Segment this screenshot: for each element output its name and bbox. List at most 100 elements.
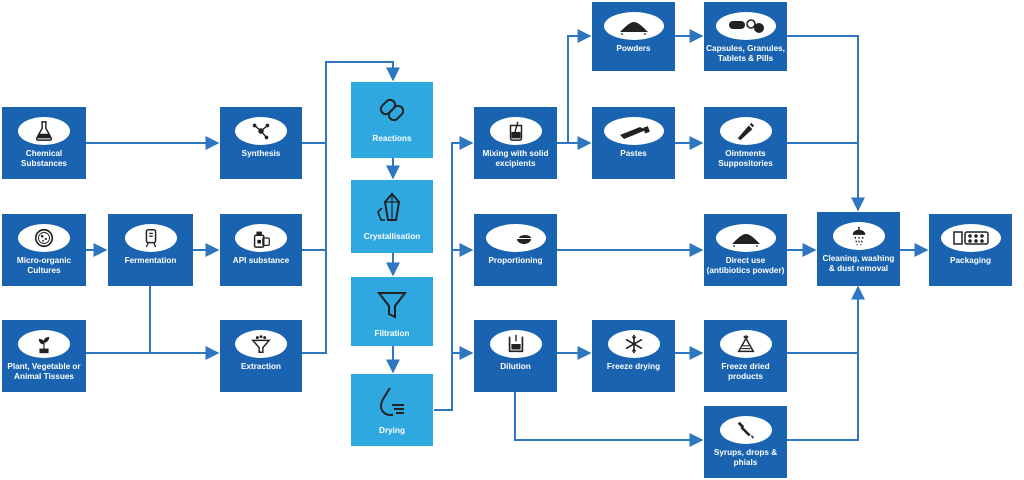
node-label: Reactions — [372, 134, 412, 143]
node-icon — [940, 224, 1001, 252]
node-label: Powders — [616, 44, 651, 53]
node-icon — [369, 382, 415, 422]
node-filtration[interactable]: Filtration — [351, 277, 433, 346]
arrow-extraction-join — [302, 250, 327, 354]
node-label: Packaging — [950, 256, 991, 265]
arrow-process-column-to-reactions — [302, 61, 400, 144]
node-label: Fermentation — [124, 256, 177, 265]
node-icon — [603, 12, 664, 40]
node-icon — [18, 330, 70, 358]
chain-icon — [379, 98, 405, 122]
node-label: Synthesis — [241, 149, 281, 158]
node-fermentation[interactable]: Fermentation — [108, 214, 193, 286]
node-icon — [369, 90, 415, 130]
dropper-icon — [737, 421, 754, 439]
node-freeze-dried[interactable]: Freeze dried products — [704, 320, 787, 392]
fermenter-icon — [145, 229, 156, 248]
node-pastes[interactable]: Pastes — [592, 107, 675, 179]
node-chemical-substances[interactable]: Chemical Substances — [2, 107, 86, 179]
node-proportioning[interactable]: Proportioning — [474, 214, 557, 286]
node-icon — [124, 224, 177, 252]
freeze-dried-icon — [736, 334, 755, 353]
flask-icon — [35, 121, 53, 141]
node-api-substance[interactable]: API substance — [220, 214, 302, 286]
scoop-icon — [500, 235, 531, 244]
node-cleaning[interactable]: Cleaning, washing & dust removal — [817, 212, 900, 286]
node-reactions[interactable]: Reactions — [351, 82, 433, 158]
node-icon — [485, 224, 546, 252]
node-label: Plant, Vegetable or Animal Tissues — [7, 362, 81, 381]
drop-icon — [379, 387, 404, 416]
node-label: Syrups, drops & phials — [713, 448, 778, 467]
bottle-icon — [253, 231, 270, 248]
node-label: Freeze dried products — [721, 362, 770, 381]
arrow-dilution-syrups — [514, 390, 704, 447]
arrow-mixing-powders — [567, 29, 592, 143]
node-capsules[interactable]: Capsules, Granules, Tablets & Pills — [704, 2, 787, 71]
node-micro-organic-cultures[interactable]: Micro-organic Cultures — [2, 214, 86, 286]
blister-pack-icon — [952, 231, 989, 245]
pills-icon — [728, 19, 764, 33]
node-dilution[interactable]: Dilution — [474, 320, 557, 392]
powder-pile-icon — [731, 234, 760, 247]
node-label: Direct use (antibiotics powder) — [706, 256, 785, 275]
arrow-drying-bus — [434, 136, 474, 411]
node-packaging[interactable]: Packaging — [929, 214, 1012, 286]
node-icon — [607, 330, 660, 358]
tube-icon — [619, 126, 650, 139]
node-icon — [719, 330, 772, 358]
node-extraction[interactable]: Extraction — [220, 320, 302, 392]
node-icon — [18, 117, 70, 145]
powder-pile-icon — [619, 22, 648, 35]
molecule-icon — [252, 123, 270, 140]
node-label: Mixing with solid excipients — [482, 149, 549, 168]
node-label: Extraction — [240, 362, 282, 371]
beaker-icon — [509, 121, 522, 141]
node-drying[interactable]: Drying — [351, 374, 433, 446]
node-label: Proportioning — [488, 256, 543, 265]
node-icon — [719, 416, 772, 444]
node-icon — [369, 285, 415, 325]
node-freeze-drying[interactable]: Freeze drying — [592, 320, 675, 392]
node-direct-use[interactable]: Direct use (antibiotics powder) — [704, 214, 787, 286]
node-ointments[interactable]: Ointments Suppositories — [704, 107, 787, 179]
node-icon — [235, 117, 287, 145]
shower-icon — [852, 226, 865, 246]
node-icon — [235, 224, 287, 252]
snowflake-icon — [625, 334, 642, 354]
container-icon — [508, 334, 523, 353]
node-label: Chemical Substances — [21, 149, 67, 168]
arrow-api-join — [302, 143, 327, 251]
node-icon — [715, 12, 776, 40]
node-label: Freeze drying — [606, 362, 661, 371]
node-icon — [832, 222, 885, 250]
node-synthesis[interactable]: Synthesis — [220, 107, 302, 179]
node-label: Crystallisation — [363, 232, 421, 241]
node-label: Cleaning, washing & dust removal — [822, 254, 895, 273]
node-icon — [18, 224, 70, 252]
node-icon — [603, 117, 664, 145]
petri-dish-icon — [34, 228, 54, 248]
connectors — [86, 29, 929, 447]
node-plant-tissues[interactable]: Plant, Vegetable or Animal Tissues — [2, 320, 86, 392]
arrow-capsules-cleaning — [787, 35, 865, 212]
node-label: Filtration — [374, 329, 410, 338]
node-label: Micro-organic Cultures — [16, 256, 72, 275]
node-mixing[interactable]: Mixing with solid excipients — [474, 107, 557, 179]
filter-icon — [376, 292, 408, 319]
funnel-bowl-icon — [251, 335, 271, 353]
node-label: Dilution — [500, 362, 531, 371]
node-label: Pastes — [620, 149, 647, 158]
node-label: Capsules, Granules, Tablets & Pills — [706, 44, 785, 63]
node-icon — [489, 330, 542, 358]
node-icon — [369, 188, 415, 228]
plant-icon — [38, 337, 50, 354]
node-crystallisation[interactable]: Crystallisation — [351, 180, 433, 253]
node-label: Drying — [379, 426, 405, 435]
node-label: API substance — [232, 256, 290, 265]
node-syrups[interactable]: Syrups, drops & phials — [704, 406, 787, 478]
node-powders[interactable]: Powders — [592, 2, 675, 71]
node-icon — [715, 224, 776, 252]
arrow-syrups-cleaning — [787, 285, 865, 441]
